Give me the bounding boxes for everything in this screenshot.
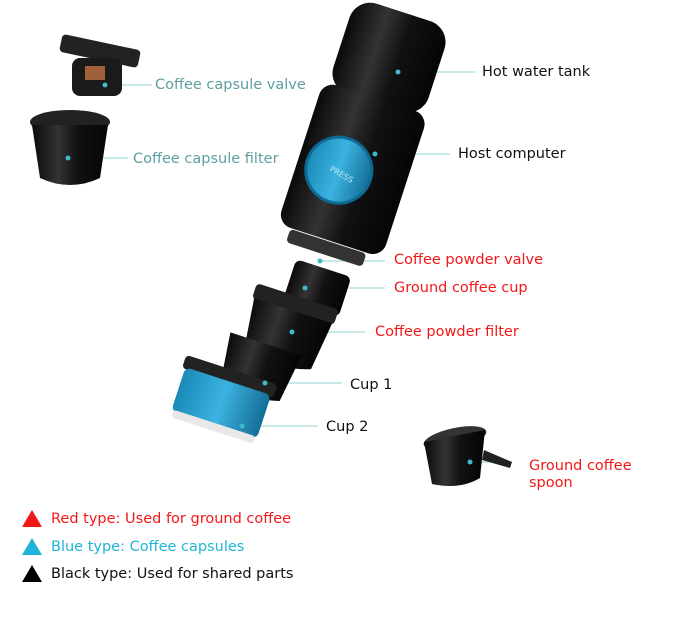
label-cup-1: Cup 1 <box>350 377 393 393</box>
label-cup-2: Cup 2 <box>326 419 369 435</box>
coffee-capsule-valve-part <box>59 34 141 96</box>
label-ground-coffee-spoon-1: Ground coffee <box>529 458 632 474</box>
label-ground-coffee-cup: Ground coffee cup <box>394 280 528 296</box>
coffee-capsule-filter-part <box>30 110 110 185</box>
label-coffee-capsule-valve: Coffee capsule valve <box>155 77 306 93</box>
legend-item-blue: Blue type: Coffee capsules <box>22 538 244 555</box>
legend-label: Black type: Used for shared parts <box>51 565 294 582</box>
ground-coffee-spoon-part <box>423 426 512 486</box>
triangle-icon <box>22 565 42 582</box>
label-hot-water-tank: Hot water tank <box>482 64 591 80</box>
legend-label: Red type: Used for ground coffee <box>51 510 292 527</box>
label-coffee-powder-valve: Coffee powder valve <box>394 252 544 268</box>
triangle-icon <box>22 510 42 527</box>
legend-item-black: Black type: Used for shared parts <box>22 565 293 582</box>
legend-item-red: Red type: Used for ground coffee <box>22 510 291 527</box>
label-ground-coffee-spoon-2: spoon <box>529 475 573 491</box>
label-coffee-capsule-filter: Coffee capsule filter <box>133 151 279 167</box>
triangle-icon <box>22 538 42 555</box>
label-coffee-powder-filter: Coffee powder filter <box>375 324 519 340</box>
legend-label: Blue type: Coffee capsules <box>51 538 245 555</box>
main-device <box>280 2 446 255</box>
label-host-computer: Host computer <box>458 146 566 162</box>
leader-dots <box>65 69 473 465</box>
lower-parts <box>172 229 366 444</box>
